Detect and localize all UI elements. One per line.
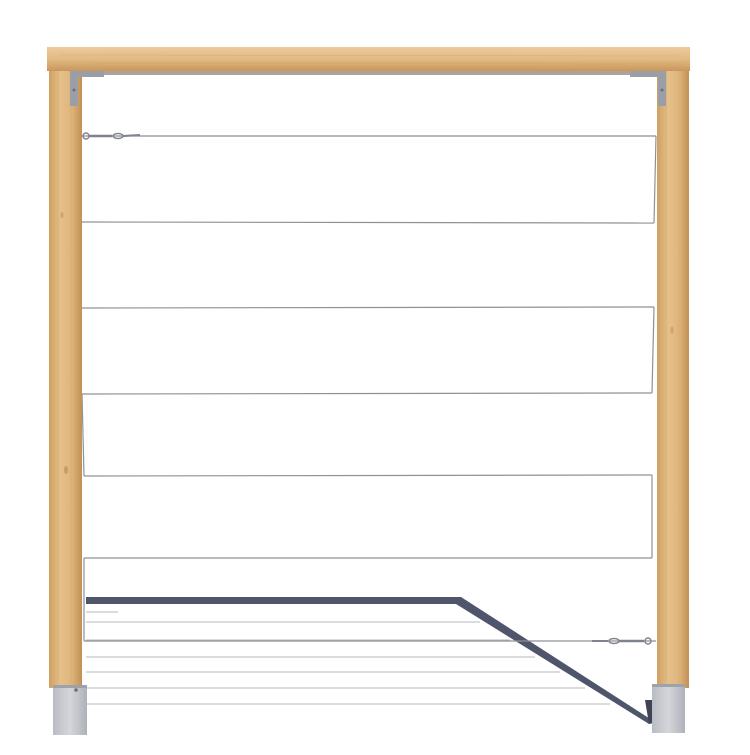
cable-2 — [79, 221, 655, 224]
cable-3 — [79, 306, 655, 309]
bracket-left — [70, 71, 104, 106]
top-beam-shadow — [72, 71, 664, 75]
bracket-screw — [72, 88, 76, 92]
cables — [76, 135, 657, 642]
corner-bracket-icon — [70, 71, 666, 106]
turnbuckle-icon — [82, 132, 141, 140]
cable-4 — [81, 392, 653, 395]
right-post-body — [657, 48, 689, 688]
wood-knot — [64, 466, 68, 474]
right-base-plate — [652, 684, 685, 733]
cable-link — [653, 135, 657, 224]
left-base-plate-top — [53, 685, 87, 688]
cable-link — [651, 306, 655, 394]
ground-shadow — [86, 597, 658, 724]
bracket-screw — [660, 88, 664, 92]
top-beam — [47, 47, 690, 75]
left-base-plate — [53, 685, 87, 735]
wood-grain — [59, 54, 681, 57]
left-post — [49, 48, 82, 688]
base-screw — [74, 688, 78, 692]
bracket-right — [630, 71, 666, 106]
left-post-body — [49, 48, 82, 688]
base-plates — [53, 684, 685, 735]
top-beam-body — [47, 47, 690, 71]
turnbuckle-eye — [644, 637, 652, 645]
cable-link — [81, 393, 85, 477]
cable-5 — [83, 474, 653, 477]
wood-knot — [670, 326, 674, 334]
right-post — [657, 48, 689, 688]
right-base-plate-top — [652, 684, 685, 687]
shadow-band — [86, 597, 655, 724]
turnbuckle-icon — [592, 637, 652, 645]
wood-knot — [60, 212, 64, 218]
wood-grain — [89, 62, 651, 65]
turnbuckle-end — [122, 134, 141, 137]
cable-shadow-lines — [86, 611, 610, 705]
